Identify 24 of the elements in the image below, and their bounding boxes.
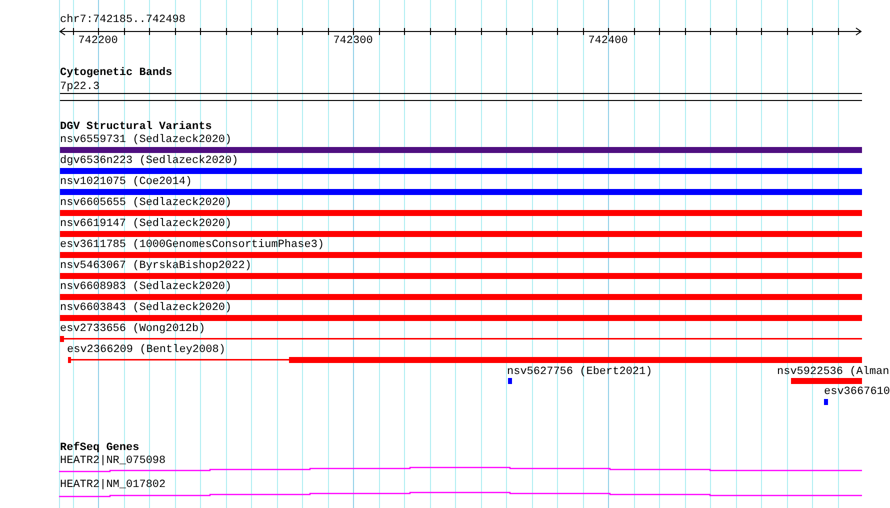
variant-label: esv2733656 (Wong2012b)	[60, 323, 206, 335]
track-heading: DGV Structural Variants	[60, 121, 212, 133]
tick-label: 742200	[78, 35, 118, 47]
track-heading: RefSeq Genes	[60, 442, 140, 454]
variant-label: nsv5627756 (Ebert2021)	[507, 366, 652, 378]
band-label: 7p22.3	[60, 81, 100, 93]
track-heading: Cytogenetic Bands	[60, 67, 172, 79]
variant-label: nsv6608983 (Sedlazeck2020)	[60, 281, 232, 293]
tick-label: 742400	[588, 35, 628, 47]
variant-label: nsv6559731 (Sedlazeck2020)	[60, 134, 232, 146]
variant-label: nsv5463067 (ByrskaBishop2022)	[60, 260, 252, 272]
variant-label: nsv6605655 (Sedlazeck2020)	[60, 197, 232, 209]
variant-label: nsv6603843 (Sedlazeck2020)	[60, 302, 232, 314]
variant-label: nsv1021075 (Coe2014)	[60, 176, 192, 188]
variant-label: esv3611785 (1000GenomesConsortiumPhase3)	[60, 239, 324, 251]
ruler-position-label: chr7:742185..742498	[60, 14, 186, 26]
variant-label: esv3667610	[824, 386, 890, 398]
variant-label: esv2366209 (Bentley2008)	[67, 344, 226, 356]
gene-label: HEATR2|NR_075098	[60, 455, 166, 467]
tick-label: 742300	[333, 35, 373, 47]
variant-label: dgv6536n223 (Sedlazeck2020)	[60, 155, 238, 167]
gene-label: HEATR2|NM_017802	[60, 479, 166, 491]
variant-label: nsv6619147 (Sedlazeck2020)	[60, 218, 232, 230]
variant-label: nsv5922536 (Alman	[777, 366, 890, 378]
